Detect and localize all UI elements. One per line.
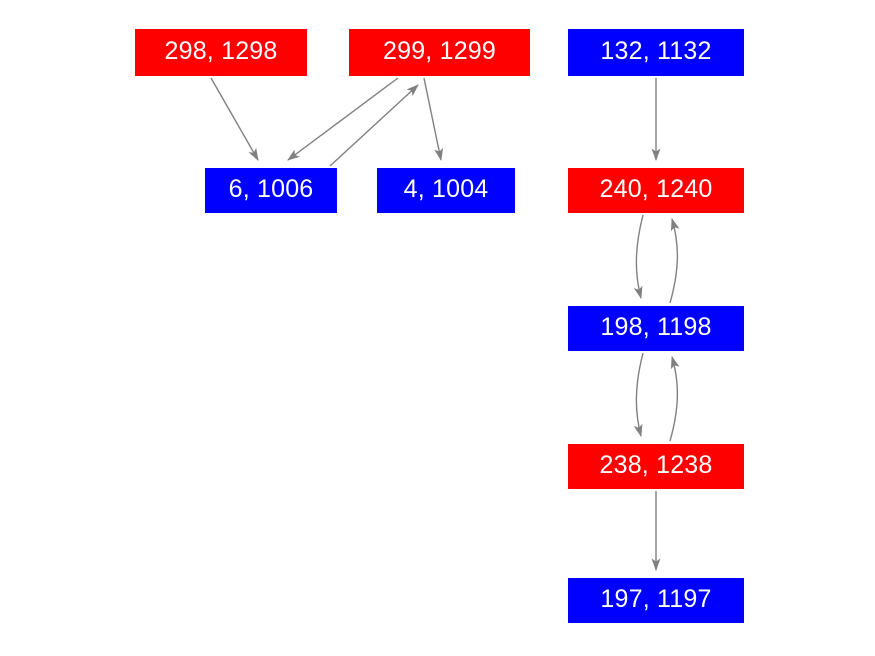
graph-node[interactable]: 132, 1132 bbox=[568, 29, 744, 76]
graph-edge bbox=[669, 355, 680, 442]
graph-node-label: 6, 1006 bbox=[228, 175, 314, 203]
graph-node[interactable]: 197, 1197 bbox=[568, 578, 744, 623]
graph-node[interactable]: 238, 1238 bbox=[568, 444, 744, 489]
graph-node-label: 299, 1299 bbox=[382, 37, 497, 65]
graph-node-label: 132, 1132 bbox=[600, 37, 712, 65]
graph-edge bbox=[423, 77, 444, 162]
graph-edge bbox=[633, 352, 644, 438]
graph-node[interactable]: 298, 1298 bbox=[135, 29, 307, 76]
graph-node-label: 198, 1198 bbox=[600, 313, 712, 341]
graph-node[interactable]: 299, 1299 bbox=[349, 29, 530, 76]
graph-node[interactable]: 4, 1004 bbox=[377, 168, 515, 213]
graph-node-label: 4, 1004 bbox=[403, 175, 489, 203]
graph-node-label: 238, 1238 bbox=[599, 451, 713, 479]
graph-edge bbox=[329, 84, 419, 167]
graph-edge bbox=[633, 214, 644, 300]
graph-edge bbox=[669, 217, 680, 304]
graph-node[interactable]: 198, 1198 bbox=[568, 306, 744, 351]
graph-edge bbox=[210, 77, 259, 161]
graph-node[interactable]: 240, 1240 bbox=[568, 168, 744, 213]
graph-node-label: 197, 1197 bbox=[600, 585, 712, 613]
graph-node[interactable]: 6, 1006 bbox=[205, 168, 337, 213]
graph-node-label: 240, 1240 bbox=[599, 175, 713, 203]
graph-edge bbox=[287, 77, 399, 161]
graph-node-label: 298, 1298 bbox=[164, 37, 278, 65]
